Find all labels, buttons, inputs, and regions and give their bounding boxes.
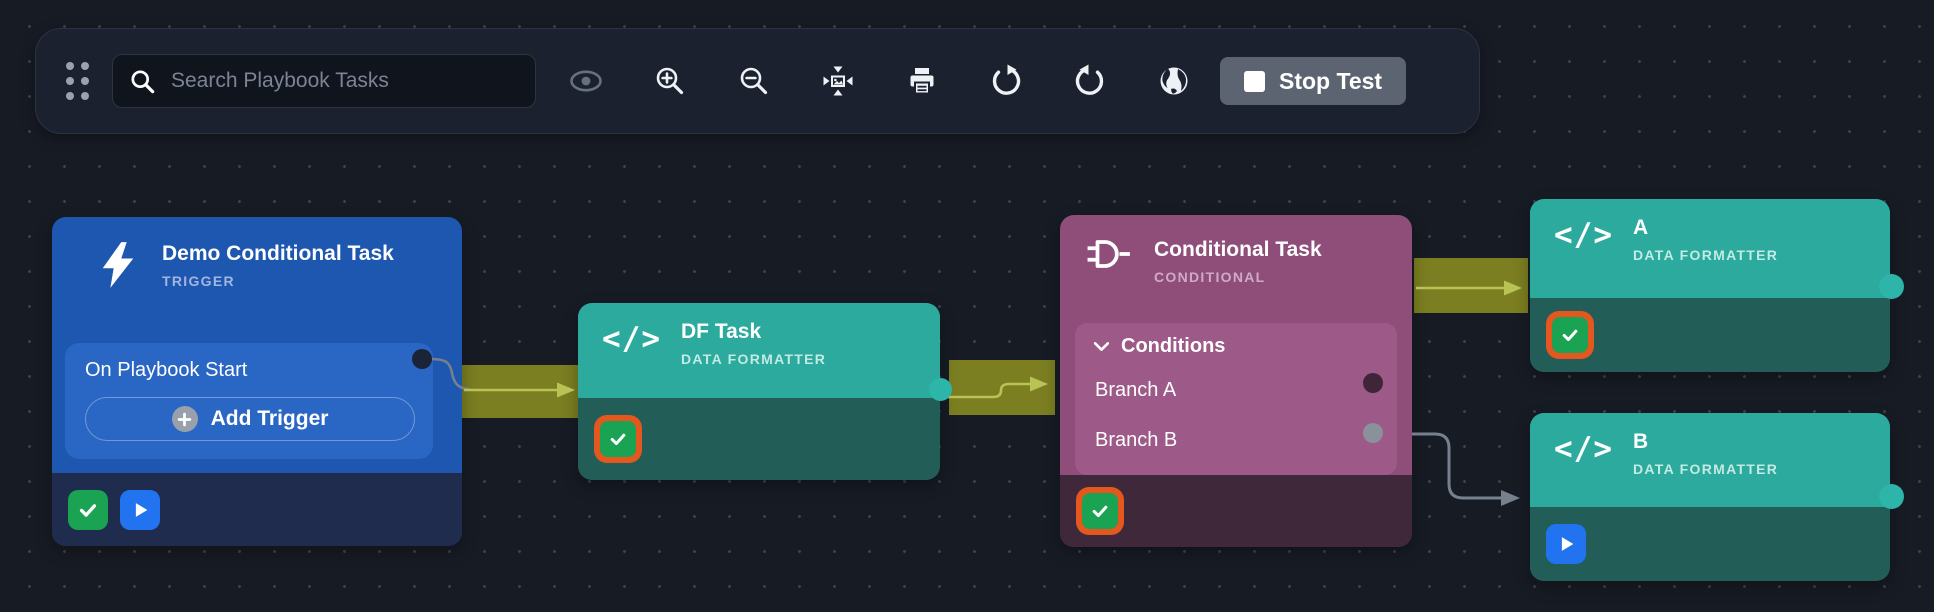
check-icon [1562,329,1578,342]
port-trigger-output[interactable] [412,349,432,369]
zoom-in-icon [654,65,686,97]
eye-icon [569,70,603,92]
trigger-item-label: On Playbook Start [85,358,248,381]
stop-test-button[interactable]: Stop Test [1220,57,1407,105]
port-task-a-output[interactable] [1879,274,1904,299]
node-title: Demo Conditional Task [162,242,394,265]
undo-button[interactable] [1070,61,1110,101]
play-icon [1561,537,1574,551]
check-icon [1092,505,1108,518]
port-task-b-output[interactable] [1879,484,1904,509]
task-b-header: </> B DATA FORMATTER [1530,413,1890,507]
plus-icon [171,406,198,432]
conditional-node-footer [1060,475,1412,547]
run-status-badge[interactable] [1546,524,1586,564]
drag-handle-icon[interactable] [66,62,89,100]
zoom-in-button[interactable] [650,61,690,101]
conditions-panel: Conditions Branch A Branch B [1075,323,1397,475]
node-title: A [1633,216,1649,239]
task-b-footer [1530,507,1890,581]
node-type-label: TRIGGER [162,273,235,290]
trigger-node-header: Demo Conditional Task TRIGGER [52,217,462,289]
fit-to-screen-button[interactable] [818,61,858,101]
trigger-list-panel: On Playbook Start Add Trigger [65,343,433,459]
play-icon [135,502,148,517]
node-task-b[interactable]: </> B DATA FORMATTER [1530,413,1890,581]
df-task-footer [578,398,940,480]
canvas-toolbar: Stop Test [35,28,1480,134]
branch-a-row[interactable]: Branch A [1095,379,1177,401]
node-title: DF Task [681,320,762,343]
task-a-footer [1530,298,1890,372]
search-box [112,54,536,108]
conditional-node-header: Conditional Task CONDITIONAL [1060,215,1412,285]
node-task-a[interactable]: </> A DATA FORMATTER [1530,199,1890,372]
zoom-out-icon [738,65,770,97]
search-icon [129,68,156,95]
add-trigger-button[interactable]: Add Trigger [85,397,415,441]
task-a-header: </> A DATA FORMATTER [1530,199,1890,298]
code-icon: </> [602,321,661,357]
node-type-label: DATA FORMATTER [681,351,827,368]
conditions-label: Conditions [1121,335,1226,357]
lightning-bolt-icon [98,241,138,289]
active-success-badge[interactable] [594,415,642,463]
redo-icon [989,64,1023,98]
stop-test-label: Stop Test [1279,67,1383,94]
node-df-task[interactable]: </> DF Task DATA FORMATTER [578,303,940,480]
check-icon [610,433,626,446]
run-status-badge[interactable] [120,489,160,530]
node-title: Conditional Task [1154,238,1322,261]
print-icon [906,65,938,97]
node-conditional[interactable]: Conditional Task CONDITIONAL Conditions … [1060,215,1412,547]
globe-button[interactable] [1154,61,1194,101]
toggle-visibility-button[interactable] [566,61,606,101]
node-trigger[interactable]: Demo Conditional Task TRIGGER On Playboo… [52,217,462,546]
search-input[interactable] [169,68,519,94]
zoom-out-button[interactable] [734,61,774,101]
print-button[interactable] [902,61,942,101]
active-success-badge[interactable] [1076,487,1124,535]
port-branch-b[interactable] [1363,423,1383,443]
code-icon: </> [1554,431,1613,467]
node-type-label: DATA FORMATTER [1633,461,1779,478]
redo-button[interactable] [986,61,1026,101]
check-icon [79,503,97,517]
code-icon: </> [1554,217,1613,253]
node-type-label: DATA FORMATTER [1633,247,1779,264]
fit-to-screen-icon [821,64,855,98]
stop-icon [1244,70,1265,92]
node-type-label: CONDITIONAL [1154,269,1266,286]
conditions-collapse-toggle[interactable]: Conditions [1093,335,1225,358]
port-branch-a[interactable] [1363,373,1383,393]
port-df-task-output[interactable] [929,378,952,401]
chevron-down-icon [1093,341,1110,352]
logic-gate-icon [1086,237,1132,271]
node-title: B [1633,430,1649,453]
add-trigger-label: Add Trigger [210,407,329,430]
df-task-header: </> DF Task DATA FORMATTER [578,303,940,398]
undo-icon [1073,64,1107,98]
success-status-badge[interactable] [68,489,108,530]
globe-icon [1158,65,1190,97]
trigger-node-footer [52,473,462,546]
trigger-item-on-playbook-start[interactable]: On Playbook Start [85,356,415,384]
branch-b-row[interactable]: Branch B [1095,429,1178,451]
active-success-badge[interactable] [1546,311,1594,359]
